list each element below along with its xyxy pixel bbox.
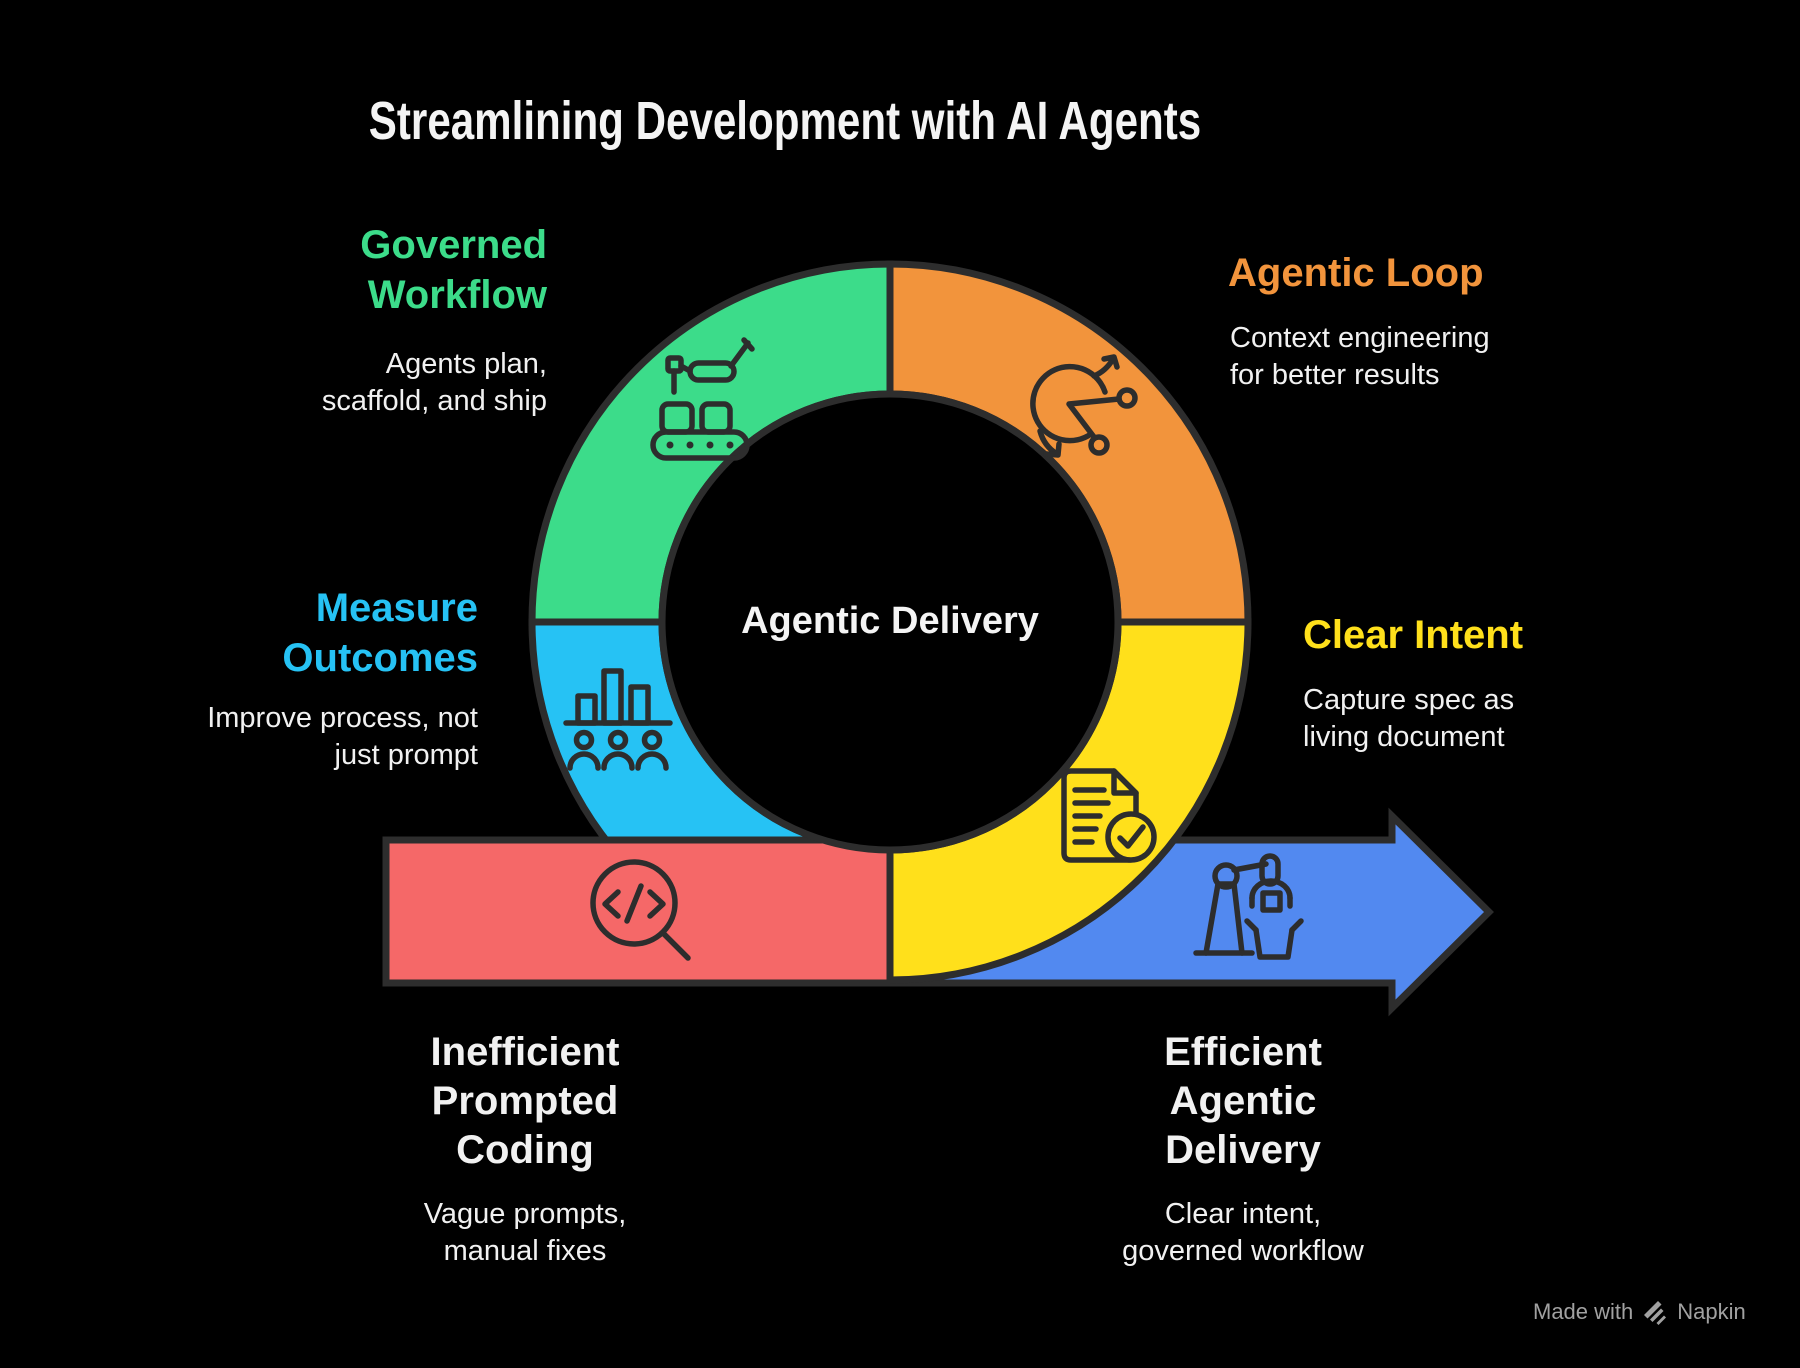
bottom-description-inefficient-prompted-coding: Vague prompts, manual fixes	[423, 1198, 627, 1268]
segment-heading-agentic-loop: Agentic Loop	[1228, 251, 1484, 295]
made-with-label: Made with	[1533, 1299, 1634, 1324]
segment-heading-measure-outcomes: Measure Outcomes	[282, 586, 478, 680]
segment-heading-governed-workflow: Governed Workflow	[360, 223, 547, 317]
bottom-description-efficient-agentic-delivery: Clear intent, governed workflow	[1122, 1198, 1364, 1268]
segment-description-governed-workflow: Agents plan, scaffold, and ship	[321, 348, 547, 418]
segment-heading-clear-intent: Clear Intent	[1303, 613, 1524, 657]
diagram-title: Streamlining Development with AI Agents	[368, 91, 1202, 151]
napkin-logo-icon	[1644, 1301, 1667, 1325]
segment-description-agentic-loop: Context engineering for better results	[1230, 322, 1490, 392]
footer-credit: Made with Napkin	[1533, 1296, 1746, 1328]
robot-arm-box-icon	[1193, 853, 1304, 960]
ring-inner-hole	[658, 390, 1122, 854]
code-magnifier-icon	[590, 859, 691, 961]
segment-description-measure-outcomes: Improve process, not just prompt	[207, 702, 478, 772]
robot-arm-conveyor-icon	[650, 337, 755, 461]
center-label: Agentic Delivery	[741, 600, 1039, 642]
document-check-icon	[1061, 768, 1157, 863]
bottom-heading-inefficient-prompted-coding: Inefficient Prompted Coding	[430, 1030, 620, 1172]
bottom-heading-efficient-agentic-delivery: Efficient Agentic Delivery	[1164, 1030, 1322, 1172]
segment-description-clear-intent: Capture spec as living document	[1303, 684, 1515, 754]
bar-chart-team-icon	[563, 668, 673, 771]
iteration-loop-icon	[1030, 354, 1138, 458]
brand-label: Napkin	[1677, 1299, 1746, 1324]
